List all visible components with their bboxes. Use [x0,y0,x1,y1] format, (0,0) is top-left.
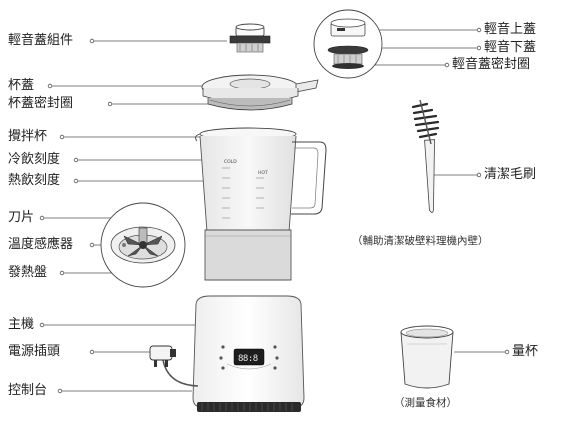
label-cup-lid: 杯蓋 [8,78,35,93]
cold-scale-mark: COLD [224,159,237,165]
label-lid-assembly: 輕音蓋組件 [8,33,74,48]
label-control-panel: 控制台 [8,383,48,398]
svg-text:88:8: 88:8 [238,354,258,364]
blade-detail-illustration [100,202,186,288]
lid-exploded-illustration [313,9,383,79]
label-lid-lower: 輕音下蓋 [484,40,537,55]
note-brush: （輔助清潔破壁料理機內壁） [352,235,489,247]
label-lid-upper: 輕音上蓋 [484,22,537,37]
label-blade: 刀片 [8,210,35,225]
label-temperature-sensor: 溫度感應器 [8,237,74,252]
hot-scale-mark: HOT [258,170,268,176]
label-measuring-cup: 量杯 [512,344,539,359]
label-hot-drink-scale: 熱飲刻度 [8,173,61,188]
label-main-unit: 主機 [8,317,35,332]
cleaning-brush-illustration [411,99,440,213]
measuring-cup-illustration [400,325,454,389]
lid-assembly-illustration [229,23,271,53]
note-measuring-cup: （測量食材） [394,397,457,409]
label-lid-seal: 輕音蓋密封圈 [452,57,531,72]
label-blender-jar: 攪拌杯 [8,129,48,144]
label-power-plug: 電源插頭 [8,344,61,359]
power-plug-illustration [149,345,199,387]
leader-lines [39,27,510,394]
label-heating-plate: 發熱盤 [8,265,48,280]
main-unit-illustration: 88:8 [192,295,305,412]
cup-lid-illustration [201,74,319,111]
blender-jar-illustration: COLD HOT [195,127,327,281]
label-brush: 清潔毛刷 [484,167,537,182]
label-cold-drink-scale: 冷飲刻度 [8,152,61,167]
label-cup-lid-seal: 杯蓋密封圈 [8,96,74,111]
